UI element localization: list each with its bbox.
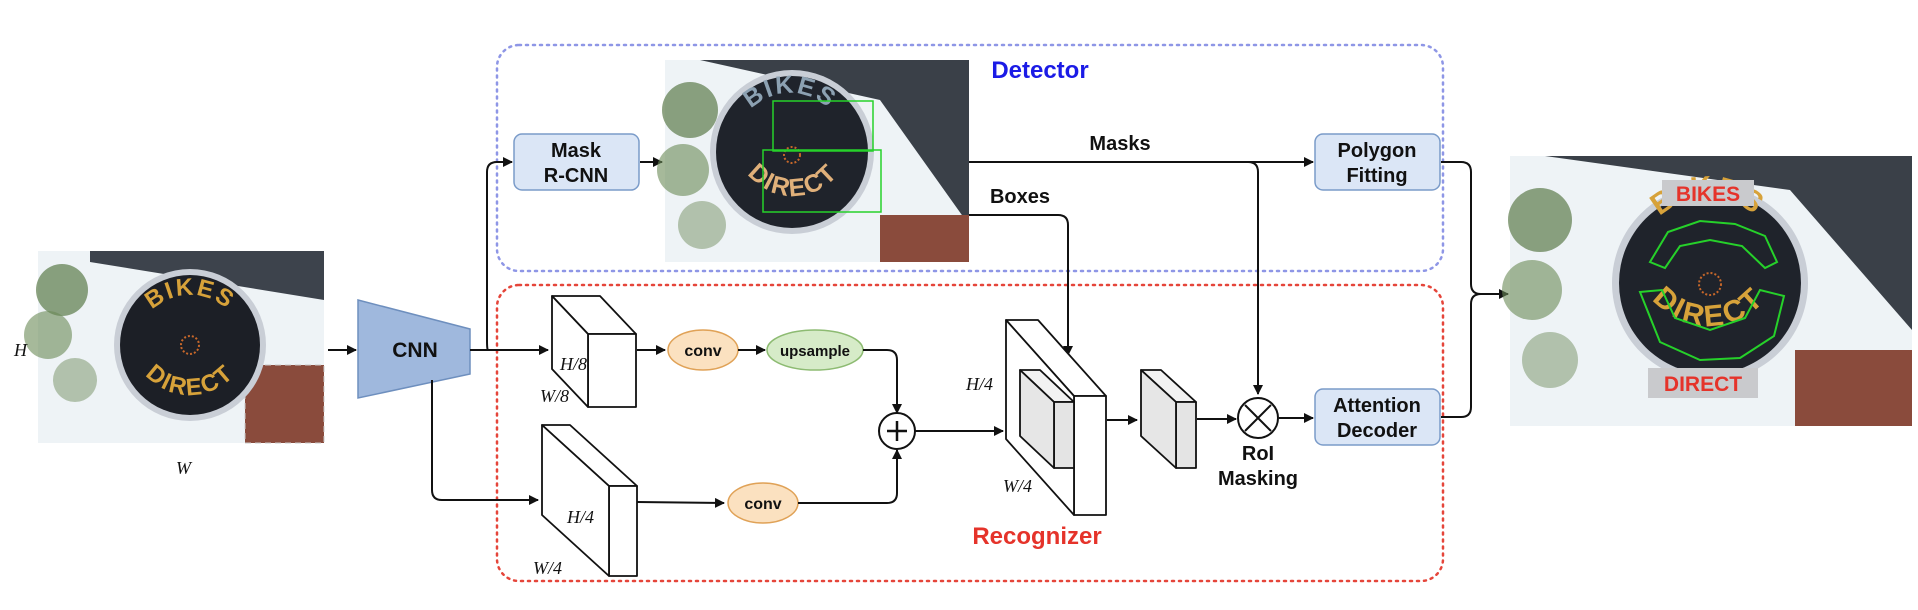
detection-image: BIKES DIRECT <box>657 60 969 262</box>
w4-lower-label: W/4 <box>533 558 562 578</box>
detector-label: Detector <box>991 57 1088 84</box>
feature-block-small <box>1140 369 1197 469</box>
detection-box-bottom <box>762 149 882 213</box>
upsample-label: upsample <box>780 343 850 360</box>
mask-rcnn-label-2: R-CNN <box>544 165 608 187</box>
h4-lower-label: H/4 <box>566 507 594 527</box>
cnn-block <box>357 299 471 399</box>
feature-block-h4-mid <box>1005 319 1107 516</box>
detector-region <box>495 43 1445 273</box>
boxes-label: Boxes <box>990 186 1050 208</box>
detection-box-top <box>772 100 874 152</box>
output-tag-bottom: DIRECT <box>1664 373 1742 396</box>
polygon-bottom <box>1638 288 1786 362</box>
polygon-top <box>1648 219 1779 270</box>
mask-rcnn-label-1: Mask <box>551 140 602 162</box>
output-tag-top: BIKES <box>1676 183 1740 206</box>
w4-mid-label: W/4 <box>1003 476 1032 496</box>
w8-label: W/8 <box>540 386 569 406</box>
roi-label-1: RoI <box>1242 443 1274 465</box>
attention-decoder-node <box>1314 388 1441 446</box>
polygon-fitting-label-2: Fitting <box>1346 165 1407 187</box>
output-image: BIKES DIRECT BIKES DIRECT <box>1502 156 1912 426</box>
mask-rcnn-node <box>513 133 640 191</box>
masks-label: Masks <box>1089 133 1150 155</box>
output-tag-bottom-bg <box>1648 368 1758 398</box>
attention-decoder-label-2: Decoder <box>1337 420 1417 442</box>
feature-block-h8 <box>551 295 637 408</box>
h8-label: H/8 <box>559 354 587 374</box>
conv-top-label: conv <box>684 343 721 360</box>
feature-block-h4-lower <box>541 424 638 577</box>
input-width-label: W <box>176 458 193 478</box>
cnn-label: CNN <box>392 339 438 362</box>
input-image: BIKES DIRECT <box>24 251 325 444</box>
output-tag-top-bg <box>1662 180 1754 206</box>
polygon-fitting-node <box>1314 133 1441 191</box>
conv-bottom-label: conv <box>744 496 781 513</box>
input-height-label: H <box>13 340 28 360</box>
polygon-fitting-label-1: Polygon <box>1338 140 1417 162</box>
h4-mid-label: H/4 <box>965 374 993 394</box>
attention-decoder-label-1: Attention <box>1333 395 1421 417</box>
roi-label-2: Masking <box>1218 468 1298 490</box>
recognizer-label: Recognizer <box>972 523 1101 550</box>
recognizer-region <box>495 283 1445 583</box>
